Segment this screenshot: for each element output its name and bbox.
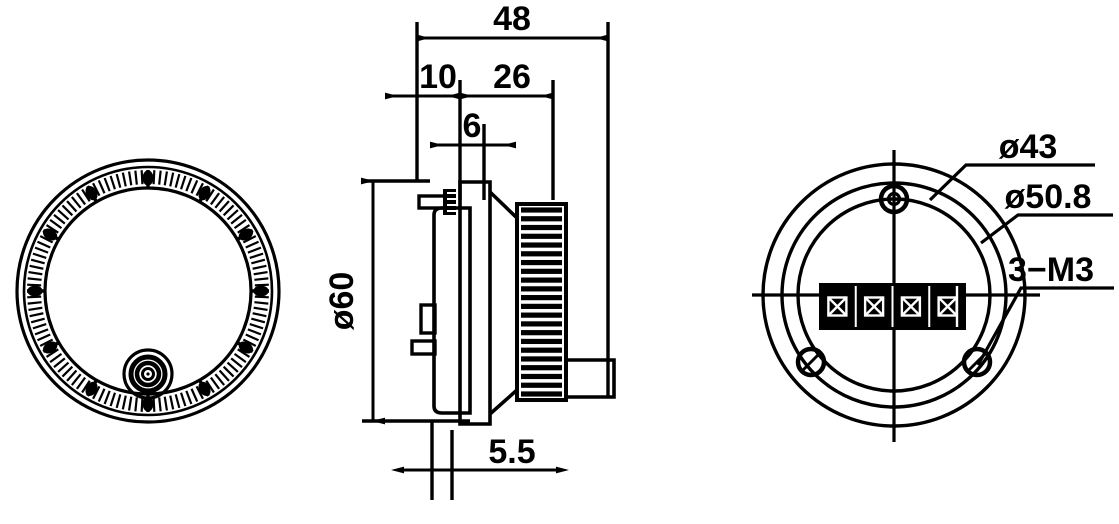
outline-circle-60	[761, 162, 1027, 428]
dial-rim-inner-edge	[22, 165, 274, 417]
leader-dia43	[928, 163, 1095, 202]
dial-graduation-ticks	[27, 170, 269, 412]
dim-label-26: 26	[493, 58, 531, 96]
dial-index-dimples	[27, 170, 269, 412]
rear-view: ø43 ø50.8 3−M3	[752, 128, 1114, 442]
mounting-screw-top	[878, 183, 910, 215]
dial-outer-rim	[15, 158, 281, 424]
dial-center-hub	[122, 348, 174, 400]
leader-dia50-8	[980, 213, 1113, 245]
dim-label-10: 10	[419, 58, 457, 96]
dim-label-48: 48	[493, 0, 531, 38]
shaft-stub	[566, 358, 616, 399]
knurled-knob	[515, 202, 568, 402]
front-view	[15, 158, 281, 424]
dim-label-6: 6	[463, 107, 482, 145]
dim-label-5-5: 5.5	[488, 433, 535, 471]
housing-tab-upper	[419, 303, 437, 335]
rear-housing-body	[432, 206, 472, 415]
terminal-block	[819, 283, 966, 330]
dial-face-circle	[43, 186, 253, 396]
dim-label-dia60: ø60	[323, 272, 361, 331]
side-view: 48 10 26 6 ø60 5.5	[323, 0, 616, 500]
callout-label-dia43: ø43	[999, 128, 1058, 166]
housing-tab-lower	[410, 339, 437, 356]
flange-block	[458, 180, 492, 426]
pilot-circle-50-8	[780, 181, 1008, 409]
bolt-circle-43	[796, 197, 992, 393]
leader-3-m3	[976, 286, 1114, 366]
set-screw	[417, 189, 458, 215]
callout-label-dia50-8: ø50.8	[1005, 178, 1092, 216]
mounting-screw-lower-left	[795, 346, 827, 378]
callout-label-3-m3: 3−M3	[1008, 251, 1094, 289]
shoulder-taper	[488, 190, 519, 416]
